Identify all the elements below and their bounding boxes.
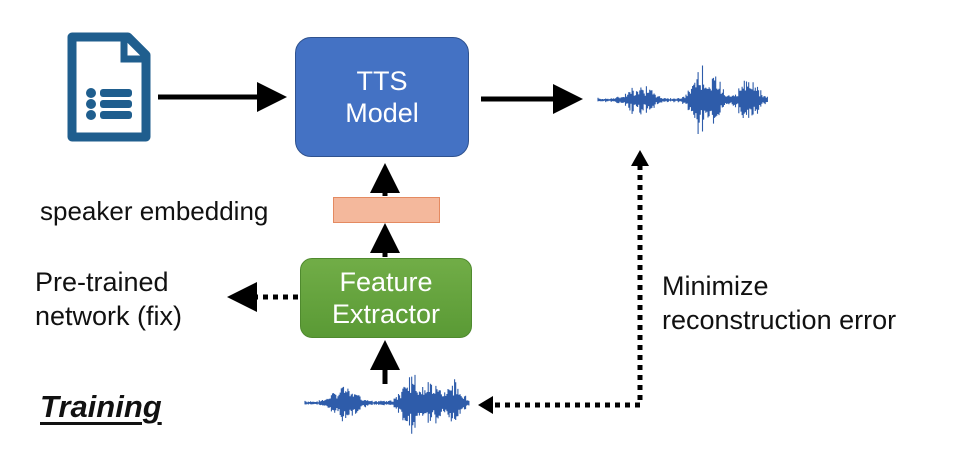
- feature-extractor-box: Feature Extractor: [300, 258, 472, 338]
- objective-note-line1: Minimize: [662, 271, 769, 301]
- dotted-arrowhead-left: [478, 396, 493, 414]
- output-waveform-icon: [597, 65, 768, 134]
- speaker-embedding-label: speaker embedding: [40, 196, 269, 226]
- pretrained-note: Pre-trained network (fix): [35, 266, 182, 334]
- feature-extractor-label-line1: Feature: [339, 266, 433, 297]
- training-label: Training: [40, 389, 162, 424]
- tts-model-label-line1: TTS: [356, 65, 408, 96]
- dotted-arrowhead-up: [631, 150, 649, 166]
- tts-model-box: TTS Model: [295, 37, 469, 157]
- waveform-trace: [304, 374, 470, 434]
- pretrained-note-line2: network (fix): [35, 300, 183, 331]
- objective-note-line2: reconstruction error: [662, 304, 897, 335]
- speaker-embedding-bar: [333, 197, 440, 223]
- waveform-trace: [597, 65, 768, 134]
- document-list-icon: [67, 32, 151, 142]
- feature-extractor-label-line2: Extractor: [331, 299, 441, 329]
- pretrained-note-line1: Pre-trained: [35, 267, 169, 297]
- dotted-reconstruction-path: [485, 160, 643, 408]
- objective-note: Minimize reconstruction error: [662, 270, 896, 338]
- tts-model-label-line2: Model: [345, 98, 419, 128]
- input-waveform-icon: [304, 374, 470, 434]
